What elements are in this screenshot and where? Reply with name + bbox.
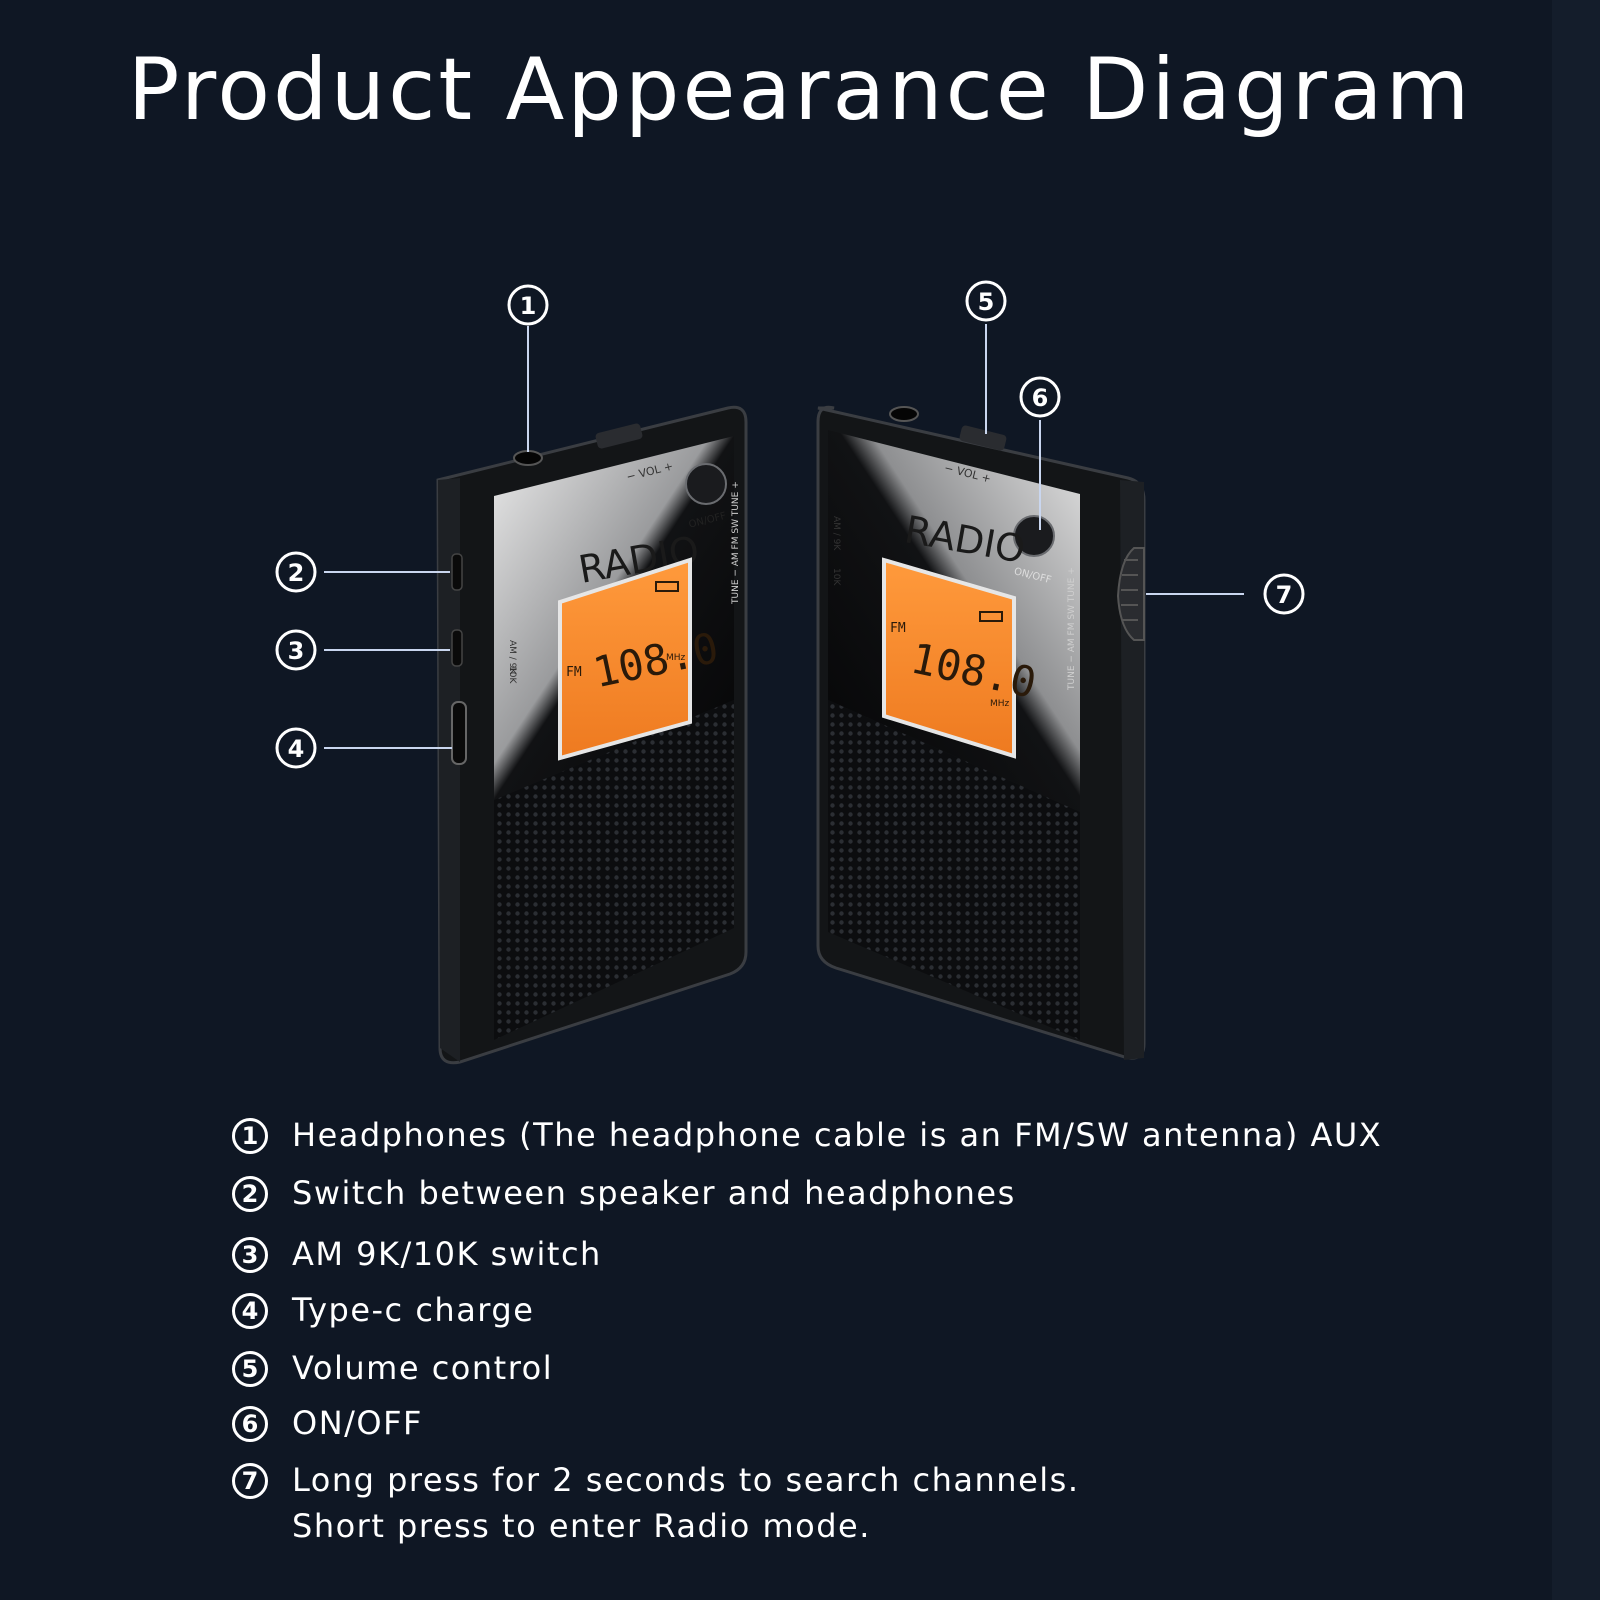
legend-number-6: 6 [232,1406,268,1442]
left-lcd-battery-icon [655,581,679,592]
legend-text-7: Long press for 2 seconds to search chann… [292,1461,1080,1545]
right-switch-label-2: 10K [831,568,841,586]
left-side-switch-am [451,629,463,667]
legend-number-5: 5 [232,1351,268,1387]
svg-text:3: 3 [288,637,305,665]
left-radio-device: ON/OFF − VOL + TUNE − AM FM SW TUNE + AM… [436,405,748,1065]
legend-number-7: 7 [232,1463,268,1499]
right-lcd-band: FM [890,621,906,636]
legend-text-4: Type-c charge [292,1291,535,1329]
legend-number-3: 3 [232,1237,268,1273]
legend-number-1: 1 [232,1118,268,1154]
legend-item-6: 6 ON/OFF [232,1400,423,1446]
callout-6: 6 [1019,376,1061,530]
legend-item-7: 7 Long press for 2 seconds to search cha… [232,1457,1079,1549]
callout-3: 3 [275,629,450,671]
legend-number-4: 4 [232,1293,268,1329]
legend-text-5: Volume control [292,1349,554,1387]
background-edge-strip [1552,0,1600,1600]
left-radio-side [438,478,460,1062]
callout-1: 1 [507,284,549,452]
callout-7: 7 [1146,573,1305,615]
svg-text:4: 4 [288,735,305,763]
right-lcd-battery-icon [979,611,1003,622]
svg-text:5: 5 [978,288,995,316]
right-power-button [1013,515,1055,557]
left-power-button [685,463,727,505]
right-headphone-jack [889,406,919,422]
left-usb-c-port [451,701,467,765]
legend-text-2: Switch between speaker and headphones [292,1174,1016,1212]
right-lcd-unit: MHz [990,699,1010,709]
right-volume-wheel [959,425,1007,451]
left-side-switch-speaker [451,553,463,591]
callout-5: 5 [965,280,1007,434]
svg-text:1: 1 [520,292,537,320]
left-switch-label-2: 10K [507,666,517,684]
left-lcd-unit: MHz [666,653,686,663]
svg-text:6: 6 [1032,384,1049,412]
page-title: Product Appearance Diagram [127,40,1473,140]
right-side-tune-label: TUNE − AM FM SW TUNE + [1067,567,1077,691]
right-radio-device: ON/OFF − VOL + TUNE − AM FM SW TUNE + AM… [816,405,1146,1060]
callout-2: 2 [275,551,450,593]
svg-text:7: 7 [1276,581,1293,609]
callout-4: 4 [275,727,452,769]
legend-item-2: 2 Switch between speaker and headphones [232,1170,1016,1216]
right-lcd-screen [882,557,1016,759]
left-lcd-band: FM [566,665,582,680]
left-side-tune-label: TUNE − AM FM SW TUNE + [731,481,741,605]
legend-item-1: 1 Headphones (The headphone cable is an … [232,1112,1382,1158]
legend-number-2: 2 [232,1176,268,1212]
right-switch-label-1: AM / 9K [831,516,841,551]
legend-text-6: ON/OFF [292,1404,423,1442]
right-speaker-grille [828,700,1080,1040]
legend-text-1: Headphones (The headphone cable is an FM… [292,1116,1383,1154]
svg-text:2: 2 [288,559,305,587]
left-lcd-screen [558,557,692,761]
legend-item-5: 5 Volume control [232,1345,553,1391]
left-switch-label-1: AM / 9K [507,640,517,675]
legend-item-3: 3 AM 9K/10K switch [232,1231,602,1277]
left-speaker-grille [494,700,734,1040]
legend-item-4: 4 Type-c charge [232,1287,534,1333]
left-volume-wheel [595,423,643,449]
legend-text-3: AM 9K/10K switch [292,1235,602,1273]
left-headphone-jack [513,450,543,466]
